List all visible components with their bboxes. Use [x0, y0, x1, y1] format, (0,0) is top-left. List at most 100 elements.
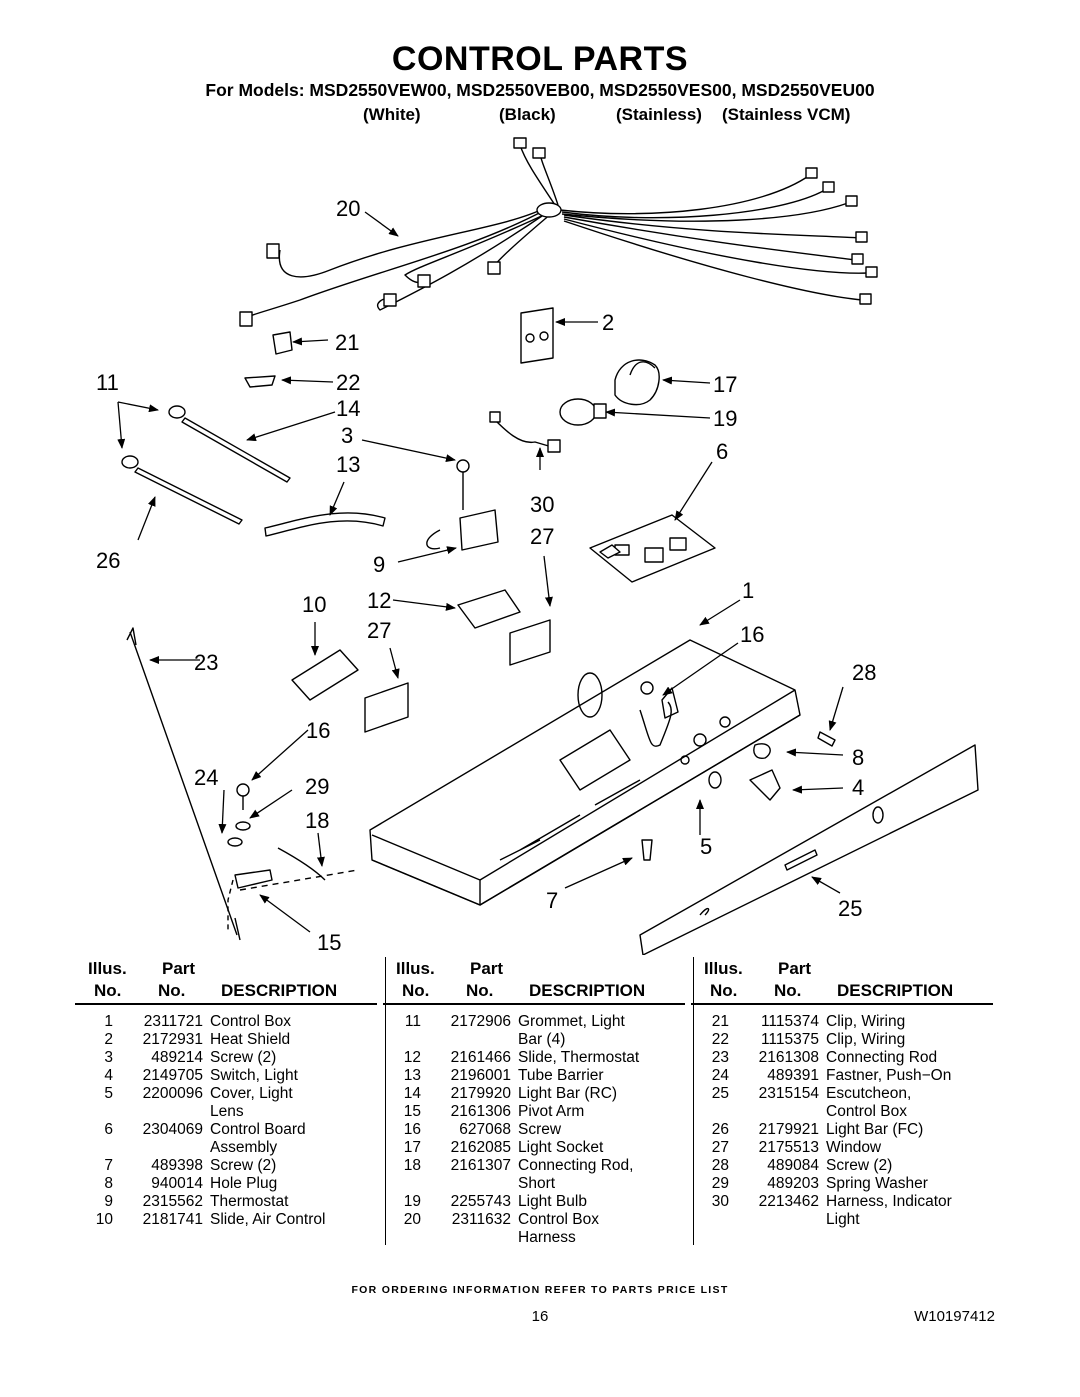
- part-description: Cover, Light: [210, 1085, 293, 1102]
- callout-number: 26: [96, 548, 120, 573]
- screw-drawing: [456, 459, 470, 510]
- header-part-no: No.: [466, 981, 494, 1000]
- callout-number: 15: [317, 930, 341, 955]
- part-number: 2315562: [142, 1193, 203, 1210]
- part-description: Control Box: [826, 1103, 907, 1120]
- illus-number: 7: [104, 1157, 113, 1174]
- part-description: Spring Washer: [826, 1175, 928, 1192]
- light-bar-fc-drawing: [134, 467, 243, 525]
- part-description: Light: [826, 1211, 860, 1228]
- variant-stainless-vcm: (Stainless VCM): [722, 105, 851, 124]
- hole-plug-drawing: [753, 743, 771, 760]
- part-description: Light Bar (FC): [826, 1121, 924, 1138]
- part-number: 2255743: [450, 1193, 511, 1210]
- header-illus: Illus.: [88, 959, 127, 978]
- light-bar-rc-drawing: [181, 417, 291, 483]
- part-number: 2200096: [142, 1085, 203, 1102]
- part-number: 489391: [767, 1067, 819, 1084]
- exploded-parts-diagram: 20 2 21 11 22 17 14 19 3 6 13 30 27 26 9…: [96, 137, 979, 955]
- variant-black: (Black): [499, 105, 556, 124]
- part-description: Screw (2): [210, 1157, 277, 1174]
- part-description: Control Box: [518, 1211, 599, 1228]
- part-description: Clip, Wiring: [826, 1013, 906, 1030]
- part-number: [729, 1211, 819, 1229]
- illus-number: 14: [403, 1085, 421, 1102]
- tube-barrier-drawing: [264, 512, 386, 537]
- light-socket-drawing: [614, 359, 660, 406]
- illus-number: 19: [403, 1193, 421, 1210]
- light-lens-drawing: [708, 771, 722, 789]
- control-box-drawing: [369, 639, 801, 906]
- page-number: 16: [531, 1308, 549, 1325]
- wiring-clip-small-drawing: [244, 375, 276, 388]
- callout-number: 21: [335, 330, 359, 355]
- callout-number: 3: [341, 423, 353, 448]
- part-description: Light Bar (RC): [518, 1085, 618, 1102]
- illus-number: 2: [104, 1031, 113, 1048]
- parts-table-row: 19 2255743 Light Bulb: [383, 1193, 685, 1211]
- illus-number: [383, 1229, 421, 1247]
- part-number: 2161307: [450, 1157, 511, 1174]
- thermostat-drawing: [426, 509, 499, 551]
- callout-number: 20: [336, 196, 360, 221]
- part-description: Pivot Arm: [518, 1103, 585, 1120]
- air-control-slide-drawing: [291, 649, 359, 701]
- pivot-arm-drawing: [234, 869, 273, 889]
- part-number: 940014: [151, 1175, 203, 1192]
- part-description: Tube Barrier: [518, 1067, 604, 1084]
- model-list: For Models: MSD2550VEW00, MSD2550VEB00, …: [205, 80, 875, 100]
- callout-number: 13: [336, 452, 360, 477]
- connecting-rod-short-drawing: [277, 847, 326, 881]
- callout-number: 8: [852, 745, 864, 770]
- part-description: Hole Plug: [210, 1175, 278, 1192]
- control-box-harness-drawing: [239, 137, 878, 327]
- part-number: [421, 1229, 511, 1247]
- illus-number: 6: [104, 1121, 113, 1138]
- callout-number: 30: [530, 492, 554, 517]
- column-divider: [385, 957, 386, 1245]
- header-illus-no: No.: [402, 981, 430, 1000]
- callout-number: 16: [306, 718, 330, 743]
- document-number: W10197412: [914, 1308, 995, 1325]
- parts-table-row: Assembly: [75, 1139, 377, 1157]
- part-description: Harness, Indicator: [826, 1193, 952, 1210]
- part-description: Screw (2): [826, 1157, 893, 1174]
- illus-number: [75, 1103, 113, 1121]
- header-part: Part: [162, 959, 196, 978]
- part-number: 2172931: [142, 1031, 203, 1048]
- spring-washer-drawing: [235, 821, 251, 831]
- callout-number: 6: [716, 439, 728, 464]
- part-number: 2161308: [758, 1049, 819, 1066]
- illus-number: 20: [403, 1211, 421, 1228]
- heat-shield-drawing: [520, 307, 554, 364]
- callout-number: 29: [305, 774, 329, 799]
- variant-stainless: (Stainless): [616, 105, 702, 124]
- part-number: 2172906: [450, 1013, 511, 1030]
- callout-number: 1: [742, 578, 754, 603]
- part-description: Screw: [518, 1121, 562, 1138]
- part-description: Light Bulb: [518, 1193, 587, 1210]
- part-number: 489398: [151, 1157, 203, 1174]
- part-number: 627068: [459, 1121, 511, 1138]
- part-number: [729, 1103, 819, 1121]
- header-part-no: No.: [158, 981, 186, 1000]
- thermostat-slide-drawing: [457, 589, 521, 629]
- illus-number: [383, 1031, 421, 1049]
- part-description: Bar (4): [518, 1031, 566, 1048]
- part-description: Window: [826, 1139, 882, 1156]
- callout-number: 22: [336, 370, 360, 395]
- parts-table-row: Short: [383, 1175, 685, 1193]
- part-description: Switch, Light: [210, 1067, 298, 1084]
